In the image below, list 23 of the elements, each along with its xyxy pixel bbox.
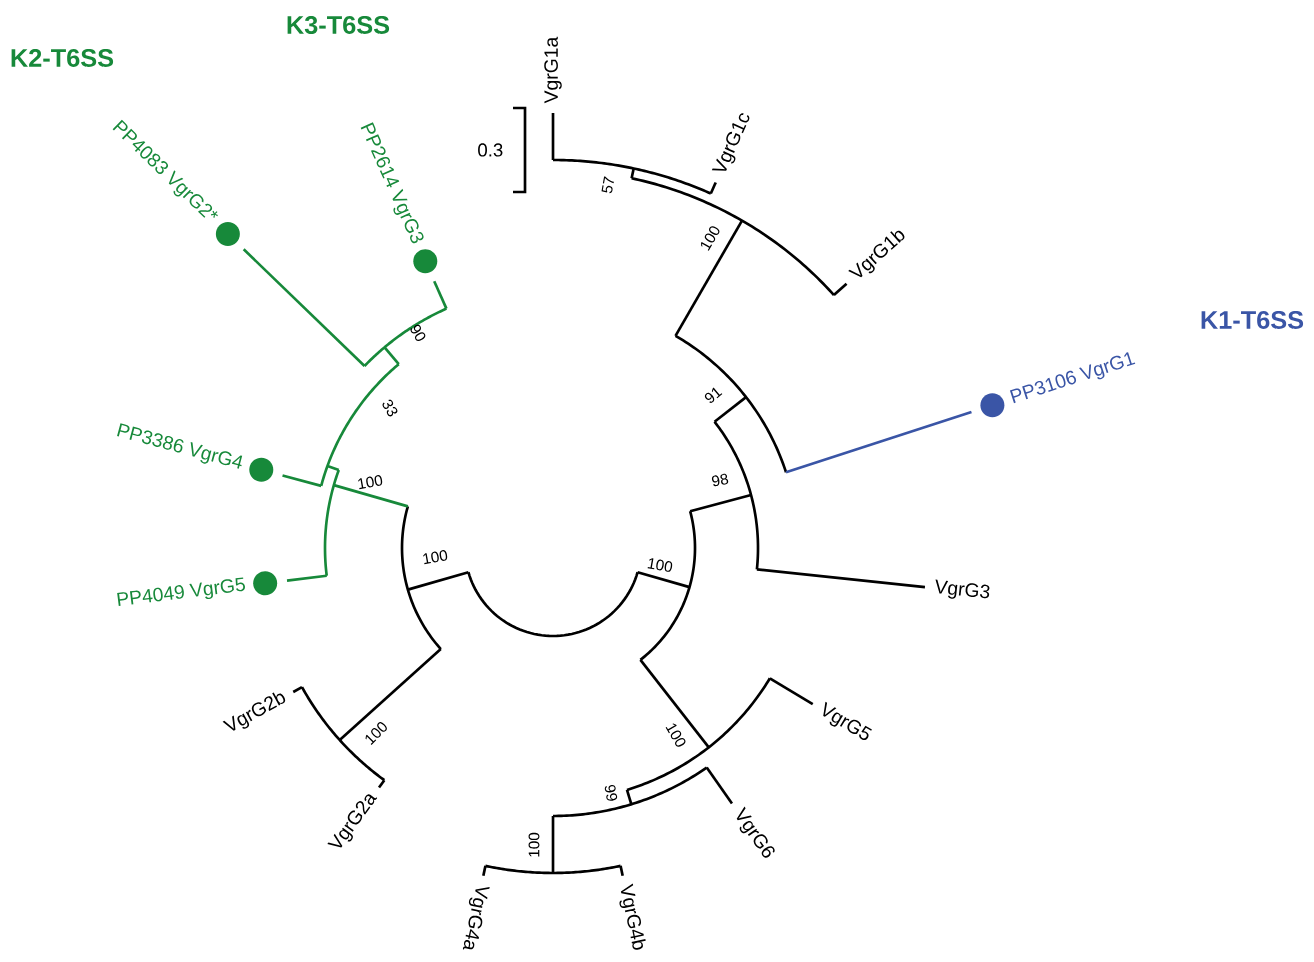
bootstrap-value: 100 [647, 558, 673, 572]
leaf-label: VgrG1a [544, 36, 562, 104]
group-heading: K2-T6SS [11, 49, 114, 67]
leaf-label: PP4049 VgrG5 [117, 577, 245, 607]
leaf-label: VgrG4a [462, 886, 490, 950]
bootstrap-value: 100 [665, 723, 686, 747]
bootstrap-value: 90 [410, 324, 426, 342]
group-heading: K1-T6SS [1201, 311, 1304, 329]
leaf-label: PP3386 VgrG4 [117, 423, 243, 469]
bootstrap-value: 91 [704, 387, 723, 403]
bootstrap-value: 98 [711, 473, 729, 487]
bootstrap-value: 100 [358, 475, 383, 490]
leaf-label: VgrG4b [619, 883, 646, 950]
bootstrap-value: 100 [365, 722, 387, 745]
bootstrap-value: 100 [528, 832, 540, 857]
bootstrap-value: 99 [604, 784, 618, 801]
bootstrap-value: 33 [382, 399, 398, 417]
leaf-label: VgrG3 [935, 579, 990, 599]
bootstrap-value: 100 [423, 550, 448, 565]
group-heading: K3-T6SS [287, 16, 390, 34]
scale-label: 0.3 [478, 143, 503, 157]
bootstrap-value: 57 [601, 176, 614, 194]
bootstrap-value: 100 [701, 226, 720, 251]
